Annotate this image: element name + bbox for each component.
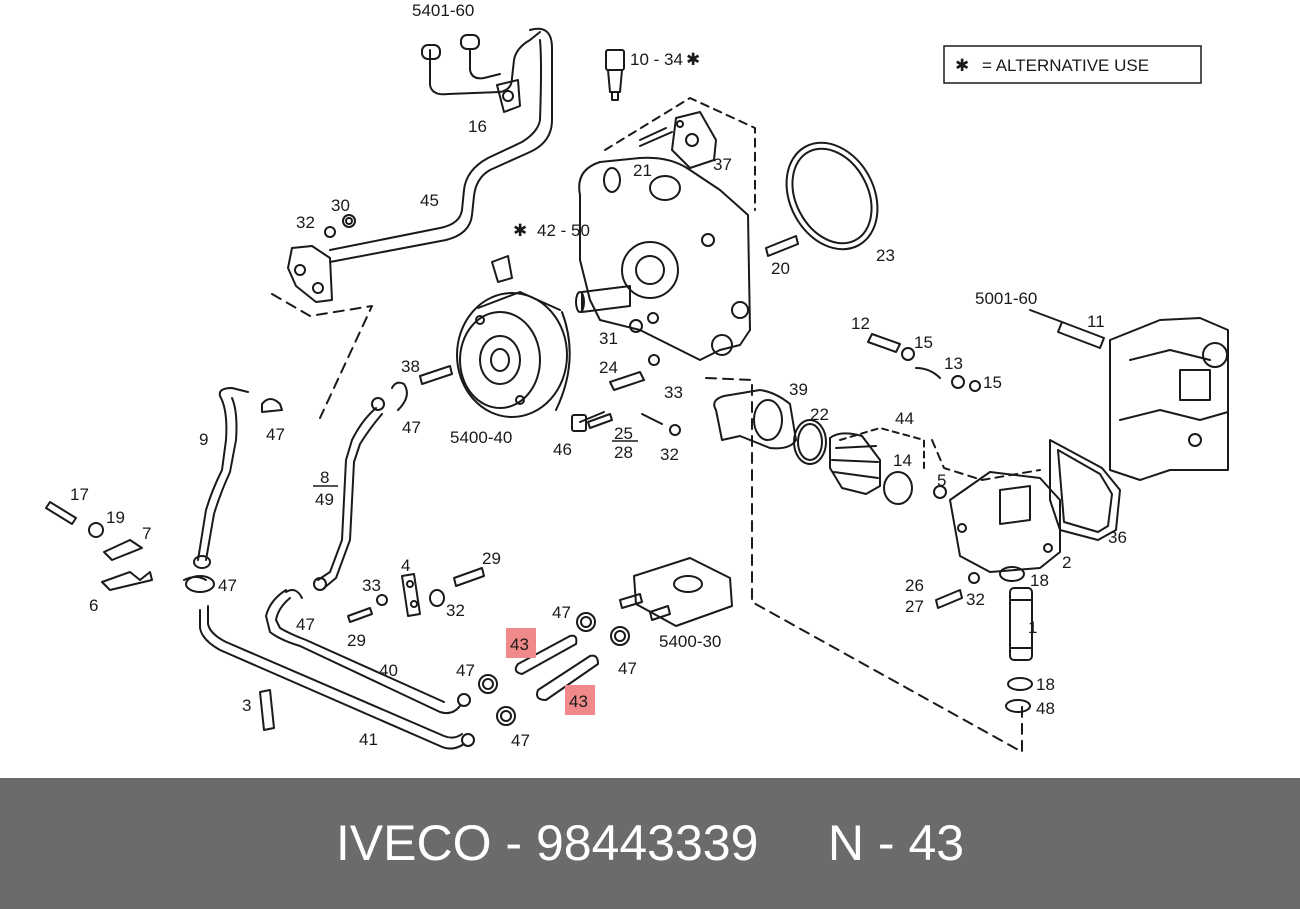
callout-4: 4 [401, 556, 410, 575]
callout-19: 19 [106, 508, 125, 527]
callout-47-cooler-top: 47 [552, 603, 571, 622]
position-number: 43 [908, 815, 965, 871]
callout-47-left: 47 [218, 576, 237, 595]
callout-47-mid: 47 [402, 418, 421, 437]
callout-32-cover: 32 [966, 590, 985, 609]
callout-16: 16 [468, 117, 487, 136]
callout-33-lower: 33 [362, 576, 381, 595]
callout-22: 22 [810, 405, 829, 424]
callout-18-top: 18 [1030, 571, 1049, 590]
part-line-art [45, 27, 1229, 753]
alternative-use-star-42-50: ✱ [513, 221, 527, 240]
callout-37: 37 [713, 155, 732, 174]
callout-39: 39 [789, 380, 808, 399]
callout-28: 28 [614, 443, 633, 462]
callout-46: 46 [553, 440, 572, 459]
callout-20: 20 [771, 259, 790, 278]
callout-2: 2 [1062, 553, 1071, 572]
position-label: N [827, 815, 864, 871]
callout-18-bottom: 18 [1036, 675, 1055, 694]
callout-41: 41 [359, 730, 378, 749]
callout-1: 1 [1028, 618, 1037, 637]
callout-49: 49 [315, 490, 334, 509]
callout-15: 15 [914, 333, 933, 352]
callout-17: 17 [70, 485, 89, 504]
callout-26: 26 [905, 576, 924, 595]
callout-33: 33 [664, 383, 683, 402]
callout-labels: 5401-60 10 - 34 16 21 37 45 30 32 42 - 5… [70, 1, 1127, 750]
callout-25: 25 [614, 424, 633, 443]
callout-5: 5 [937, 471, 946, 490]
callout-24: 24 [599, 358, 618, 377]
callout-40: 40 [379, 661, 398, 680]
callout-12: 12 [851, 314, 870, 333]
callout-43-highlighted-b: 43 [569, 692, 588, 711]
callout-44: 44 [895, 409, 914, 428]
callout-5001-60: 5001-60 [975, 289, 1037, 308]
callout-48: 48 [1036, 699, 1055, 718]
alternative-use-star-10-34: ✱ [686, 50, 700, 69]
exploded-parts-diagram: ✱ = ALTERNATIVE USE 5401-60 10 - 34 16 2… [45, 1, 1229, 753]
legend-symbol: ✱ [955, 56, 969, 75]
callout-32-bracket: 32 [446, 601, 465, 620]
brand-name: IVECO [335, 815, 492, 871]
callout-13: 13 [944, 354, 963, 373]
callout-23: 23 [876, 246, 895, 265]
callout-32: 32 [296, 213, 315, 232]
callout-11: 11 [1087, 312, 1105, 331]
callout-5400-30: 5400-30 [659, 632, 721, 651]
highlight-box-43b [565, 685, 595, 715]
separator: - [505, 815, 523, 871]
highlight-box-43a [506, 628, 536, 658]
callout-10-34: 10 - 34 [630, 50, 683, 69]
callout-5400-40: 5400-40 [450, 428, 512, 447]
callout-7: 7 [142, 524, 151, 543]
legend-text: = ALTERNATIVE USE [982, 56, 1149, 75]
callout-21: 21 [633, 161, 652, 180]
callout-43-highlighted-a: 43 [510, 635, 529, 654]
callout-15-lower: 15 [983, 373, 1002, 392]
callout-30: 30 [331, 196, 350, 215]
callout-5401-60: 5401-60 [412, 1, 474, 20]
callout-3: 3 [242, 696, 251, 715]
callout-47-bottom: 47 [511, 731, 530, 750]
callout-42-50: 42 - 50 [537, 221, 590, 240]
callout-14: 14 [893, 451, 912, 470]
callout-31: 31 [599, 329, 618, 348]
callout-9: 9 [199, 430, 208, 449]
callout-47-hose-left: 47 [456, 661, 475, 680]
separator: - [877, 815, 895, 871]
callout-29-lower: 29 [347, 631, 366, 650]
callout-8: 8 [320, 468, 329, 487]
callout-6: 6 [89, 596, 98, 615]
callout-47-pipe: 47 [296, 615, 315, 634]
legend-box [943, 45, 1202, 84]
callout-27: 27 [905, 597, 924, 616]
callout-38: 38 [401, 357, 420, 376]
part-number: 98443339 [535, 815, 759, 871]
callout-32-pump: 32 [660, 445, 679, 464]
part-number-footer: IVECO - 98443339 N - 43 [0, 778, 1300, 909]
footer-caption: IVECO - 98443339 N - 43 [0, 778, 1300, 909]
callout-36: 36 [1108, 528, 1127, 547]
callout-45: 45 [420, 191, 439, 210]
callout-47-cooler-right: 47 [618, 659, 637, 678]
callout-29-top: 29 [482, 549, 501, 568]
callout-47-top: 47 [266, 425, 285, 444]
